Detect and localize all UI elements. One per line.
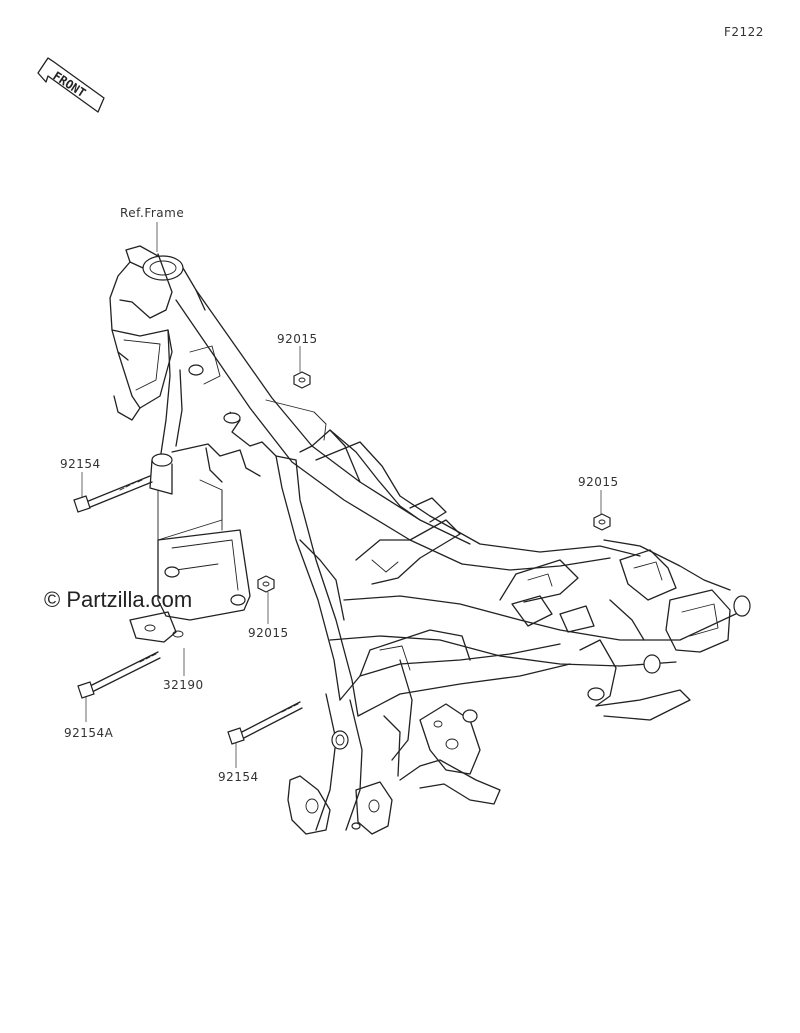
frame-seat-rails <box>315 441 751 674</box>
callout-32190[interactable]: 32190 <box>163 678 204 692</box>
front-mount <box>149 345 261 495</box>
frame-headstock <box>109 245 206 421</box>
nut-92015-mid <box>257 575 275 593</box>
callout-ref-frame[interactable]: Ref.Frame <box>120 206 185 220</box>
callout-92015-right[interactable]: 92015 <box>578 475 619 489</box>
nut-92015-right <box>593 513 611 531</box>
frame-backbone <box>175 289 471 565</box>
engine-hanger-bracket <box>129 479 251 643</box>
leader-lines <box>81 222 602 768</box>
partzilla-watermark: © Partzilla.com <box>44 587 193 612</box>
callout-92154-bottom[interactable]: 92154 <box>218 770 259 784</box>
frame-lower-cradle <box>287 629 571 835</box>
frame-downtubes <box>159 329 359 717</box>
callout-92015-top[interactable]: 92015 <box>277 332 318 346</box>
figure-code: F2122 <box>724 25 764 39</box>
callout-92154-left[interactable]: 92154 <box>60 457 101 471</box>
bolt-92154A <box>77 651 161 699</box>
bolt-92154-bottom <box>227 701 303 745</box>
callout-92015-mid[interactable]: 92015 <box>248 626 289 640</box>
callout-92154A[interactable]: 92154A <box>64 726 114 740</box>
bolt-92154-left <box>73 475 153 513</box>
frame-rear-brackets <box>499 549 731 721</box>
front-arrow-icon: FRONT <box>37 57 105 113</box>
nut-92015-top <box>293 371 311 389</box>
